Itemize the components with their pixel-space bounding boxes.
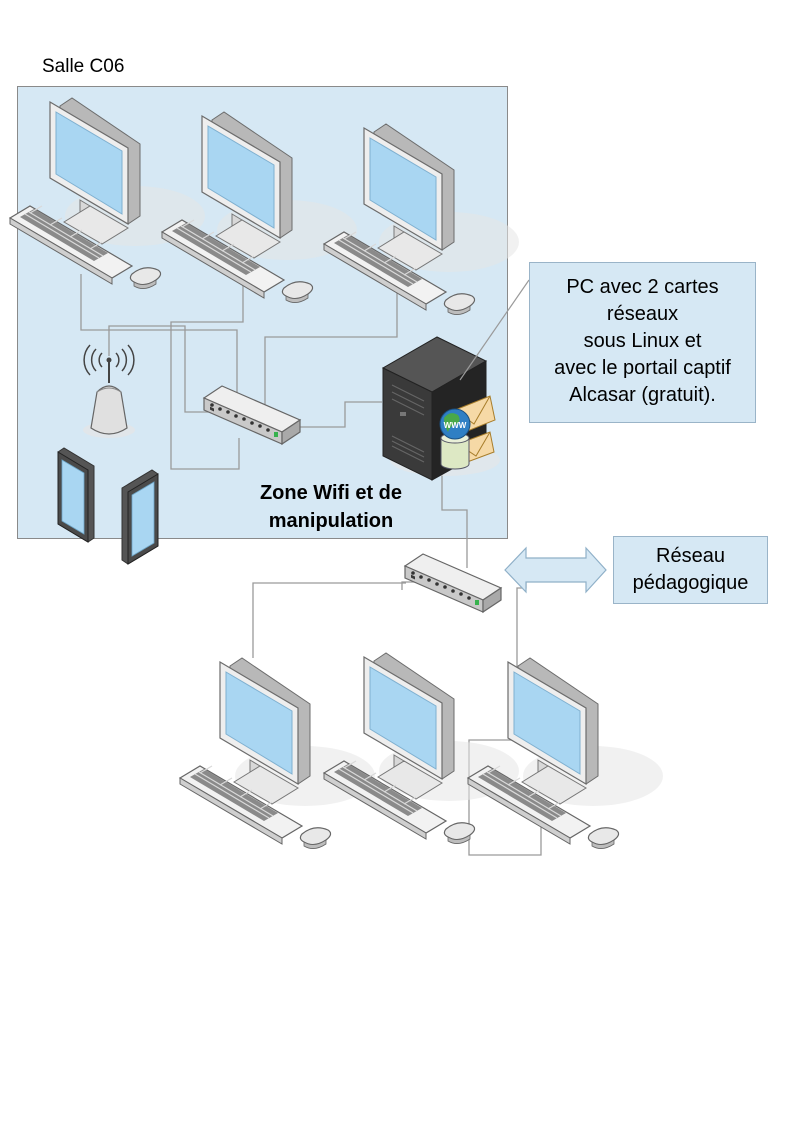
link-switch2-pc4 — [252, 582, 406, 658]
zone-label: Zone Wifi et de manipulation — [226, 479, 436, 535]
zone-label-line1: Zone Wifi et de — [259, 482, 403, 504]
link-pc1-switch1 — [80, 274, 238, 405]
server-note-line4: avec le portail captif — [554, 357, 731, 379]
server-icon: WWW — [381, 336, 500, 481]
tablet-icon-1 — [57, 447, 95, 543]
link-switch1-server — [297, 401, 382, 428]
link-pc2-switch1 — [170, 272, 244, 470]
room-title: Salle C06 — [42, 56, 125, 77]
bidirectional-arrow-icon — [504, 546, 607, 594]
network-label-line1: Réseau — [656, 545, 725, 567]
server-note-line3: sous Linux et — [583, 330, 702, 352]
network-label-box: Réseau pédagogique — [613, 536, 768, 604]
server-note-line5: Alcasar (gratuit). — [569, 384, 716, 406]
workstation-icon-1 — [9, 97, 206, 290]
link-wifi-switch1 — [108, 325, 215, 413]
workstation-icon-3 — [323, 123, 520, 316]
zone-label-line2: manipulation — [268, 510, 394, 532]
callout-line — [459, 279, 530, 381]
workstation-icon-5 — [323, 652, 520, 845]
www-badge: WWW — [444, 421, 467, 430]
switch-icon-main — [404, 553, 502, 613]
link-server-switch2 — [441, 474, 468, 568]
network-label-line2: pédagogique — [632, 572, 749, 594]
wifi-access-point-icon — [83, 344, 135, 438]
workstation-icon-4 — [179, 657, 376, 850]
link-pc3-switch1 — [264, 292, 398, 408]
server-note-line1: PC avec 2 cartes — [566, 276, 719, 298]
tablet-icon-2 — [121, 469, 159, 565]
server-note-box: PC avec 2 cartes réseaux sous Linux et a… — [529, 262, 756, 423]
server-note-line2: réseaux — [606, 303, 679, 325]
switch-icon-room — [203, 385, 301, 445]
